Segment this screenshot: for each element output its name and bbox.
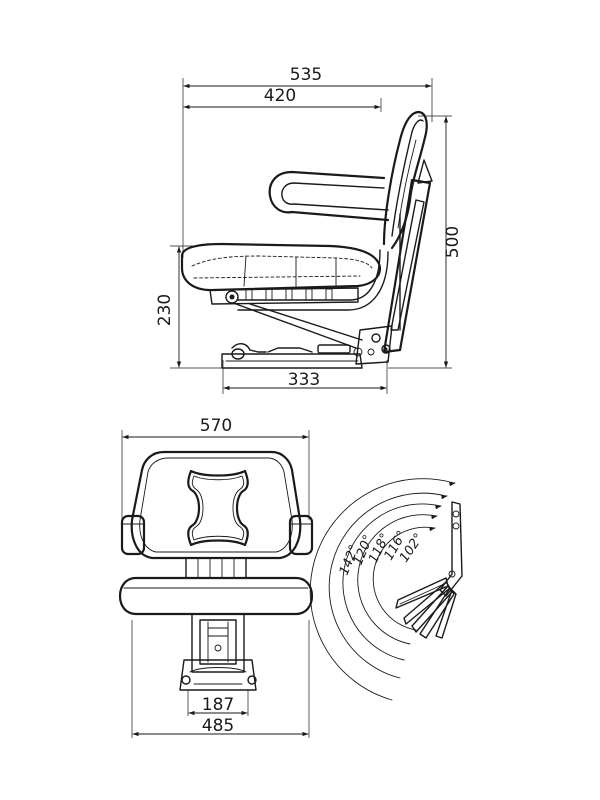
recline-backrest-positions	[395, 577, 457, 639]
dimension-label-485: 485	[202, 716, 234, 736]
seat-cushion-side	[180, 242, 382, 292]
backrest-front	[130, 450, 302, 560]
slide-rail-side	[221, 343, 363, 369]
dimension-label-500: 500	[443, 226, 463, 258]
seat-cushion-front	[118, 576, 314, 616]
recline-arc-116	[357, 514, 437, 645]
suspension-front	[179, 613, 257, 691]
recline-arc-102	[372, 526, 435, 631]
armrest-side	[268, 170, 390, 222]
dimension-label-570: 570	[200, 416, 232, 436]
seat-pan-side	[209, 287, 359, 305]
seat-frame-side	[237, 178, 432, 354]
dimension-label-187: 187	[202, 695, 234, 715]
dimension-backrest-width: 570	[122, 416, 309, 440]
dimension-label-420: 420	[264, 86, 296, 106]
dimension-base-width: 485	[132, 716, 309, 737]
armrest-front-left	[120, 514, 146, 556]
recline-arc-142	[309, 478, 455, 701]
backrest-knob	[417, 159, 433, 184]
front-view: 570 187 485	[118, 416, 314, 738]
recline-arc-120	[328, 492, 447, 679]
recline-arc-118	[342, 503, 441, 661]
dimension-height: 500	[443, 116, 463, 368]
suspension-side	[235, 303, 393, 365]
backrest-side	[382, 110, 428, 250]
dimension-label-333: 333	[288, 370, 320, 390]
dimension-rail-width: 187	[188, 695, 248, 716]
dimension-label-230: 230	[155, 294, 175, 326]
side-view: 535 420 500 230 333	[155, 65, 463, 394]
armrest-front-right	[288, 514, 314, 556]
dimension-seat-depth: 420	[183, 86, 381, 110]
recline-diagram: 142° 120° 118° 116° 102°	[309, 478, 463, 701]
dimension-label-535: 535	[290, 65, 322, 85]
column-front	[185, 557, 247, 579]
dimension-overall-width: 535	[183, 65, 432, 89]
dimension-seat-height: 230	[155, 246, 182, 368]
dimension-rail-length: 333	[223, 370, 387, 391]
